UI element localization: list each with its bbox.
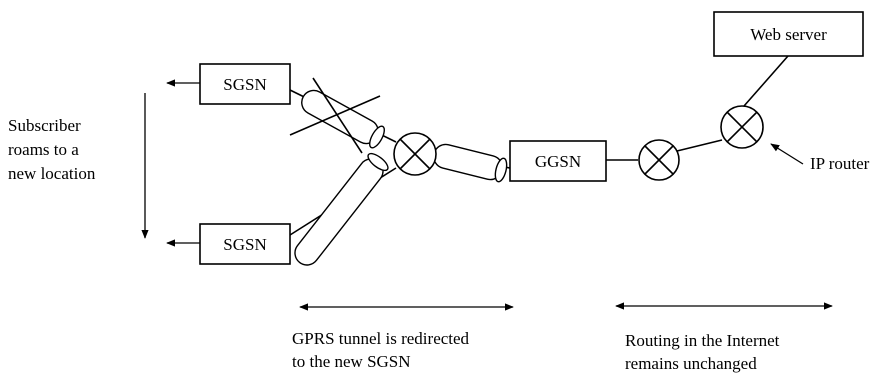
cross-line-2: [289, 95, 381, 136]
new-gprs-tunnel: [294, 152, 389, 266]
routing-caption-line-1: Routing in the Internet: [625, 331, 780, 350]
sgsn-top-node: SGSN: [199, 63, 291, 105]
subscriber-roams-label: Subscriber roams to a new location: [8, 116, 96, 183]
web-server-node: Web server: [713, 11, 864, 57]
tunnel-caption: GPRS tunnel is redirected to the new SGS…: [292, 329, 470, 371]
ggsn-label: GGSN: [535, 152, 581, 171]
old-gprs-tunnel: [301, 89, 385, 149]
subscriber-line-1: Subscriber: [8, 116, 81, 135]
sgsn-bottom-node: SGSN: [199, 223, 291, 265]
ip-router-pointer-arrow: [770, 143, 804, 165]
link-router2-router3: [676, 139, 723, 152]
router-ggsn-tunnel: [432, 143, 508, 183]
router-node-2: [638, 139, 680, 181]
ggsn-node: GGSN: [509, 140, 607, 182]
cross-line-1: [312, 77, 363, 154]
sgsn-top-label: SGSN: [223, 75, 266, 94]
routing-caption: Routing in the Internet remains unchange…: [625, 331, 780, 373]
ip-router-node: [720, 105, 764, 149]
routing-caption-line-2: remains unchanged: [625, 354, 757, 373]
link-router3-webserver: [743, 55, 789, 107]
sgsn-bottom-label: SGSN: [223, 235, 266, 254]
tunnel-caption-line-2: to the new SGSN: [292, 352, 411, 371]
router-node-1: [393, 132, 437, 176]
tunnel-caption-line-1: GPRS tunnel is redirected: [292, 329, 470, 348]
subscriber-line-3: new location: [8, 164, 96, 183]
web-server-label: Web server: [750, 25, 827, 44]
ip-router-label: IP router: [810, 154, 870, 173]
subscriber-line-2: roams to a: [8, 140, 79, 159]
